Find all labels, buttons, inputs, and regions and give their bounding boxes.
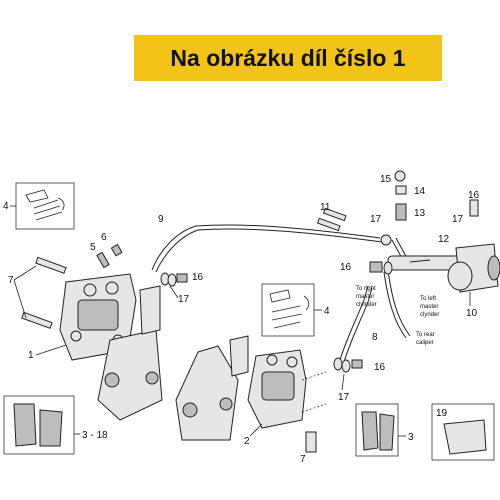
callout-17-right: 17 (452, 214, 464, 225)
note-to-left-1: To left (420, 296, 436, 302)
note-to-right-1: To right (356, 286, 376, 292)
callout-16-left: 16 (192, 272, 204, 283)
bleeder-14 (395, 185, 407, 195)
callout-12: 12 (438, 234, 450, 245)
callout-16-right: 16 (468, 190, 480, 201)
part-number-banner: Na obrázku díl číslo 1 (134, 35, 442, 81)
cap-15 (394, 170, 406, 182)
fork-leg-left (97, 285, 163, 421)
banjo-bolt-13 (395, 203, 407, 221)
hardware-kit-box-left (15, 182, 75, 230)
callout-10: 10 (466, 308, 478, 319)
caliper-bolt-lower (305, 431, 317, 453)
callout-11: 11 (320, 202, 331, 213)
callout-4: 4 (3, 201, 9, 212)
callout-17-left: 17 (178, 294, 190, 305)
note-to-left-3: clynder (420, 312, 439, 318)
note-to-rear-2: caliper (416, 340, 434, 346)
callout-19: 19 (436, 408, 448, 419)
brake-hose-9 (151, 224, 392, 273)
callout-3-18: 3 - 18 (82, 430, 108, 441)
bolt-16-right (469, 199, 479, 217)
cap-6 (110, 243, 123, 257)
callout-16-lower: 16 (374, 362, 386, 373)
note-to-left-2: master (420, 304, 438, 310)
note-to-rear-1: To rear (416, 332, 435, 338)
hardware-kit-box-middle (261, 283, 315, 337)
master-cylinder-10 (447, 243, 500, 293)
callout-14: 14 (414, 186, 426, 197)
callout-4-middle: 4 (324, 306, 330, 317)
callout-13: 13 (414, 208, 426, 219)
callout-1: 1 (28, 350, 34, 361)
callout-2: 2 (244, 436, 250, 447)
brake-pads-right (355, 403, 399, 457)
fork-leg-center (175, 335, 249, 441)
callout-5: 5 (90, 242, 96, 253)
callout-8: 8 (372, 332, 378, 343)
brake-hose-8 (333, 285, 373, 373)
part-19-box (431, 403, 495, 461)
front-brake-caliper-2 (247, 349, 307, 429)
bleed-screw-5 (96, 251, 110, 269)
callout-9: 9 (158, 214, 164, 225)
brake-pads-left (3, 395, 75, 455)
callout-17-lower: 17 (338, 392, 350, 403)
note-to-right-2: master (356, 294, 374, 300)
bolts-11 (316, 207, 347, 232)
callout-6: 6 (101, 232, 107, 243)
banner-text: Na obrázku díl číslo 1 (170, 44, 406, 71)
banjo-fitting-middle (369, 261, 393, 275)
callout-3-right: 3 (408, 432, 414, 443)
banjo-fitting-left (160, 272, 188, 287)
callout-7-left: 7 (8, 275, 14, 286)
callout-7-lower: 7 (300, 454, 306, 465)
callout-16-middle: 16 (340, 262, 352, 273)
caliper-bolts-left (21, 256, 67, 329)
callout-15: 15 (380, 174, 392, 185)
note-to-right-3: clylnder (356, 302, 377, 308)
callout-17-top: 17 (370, 214, 382, 225)
